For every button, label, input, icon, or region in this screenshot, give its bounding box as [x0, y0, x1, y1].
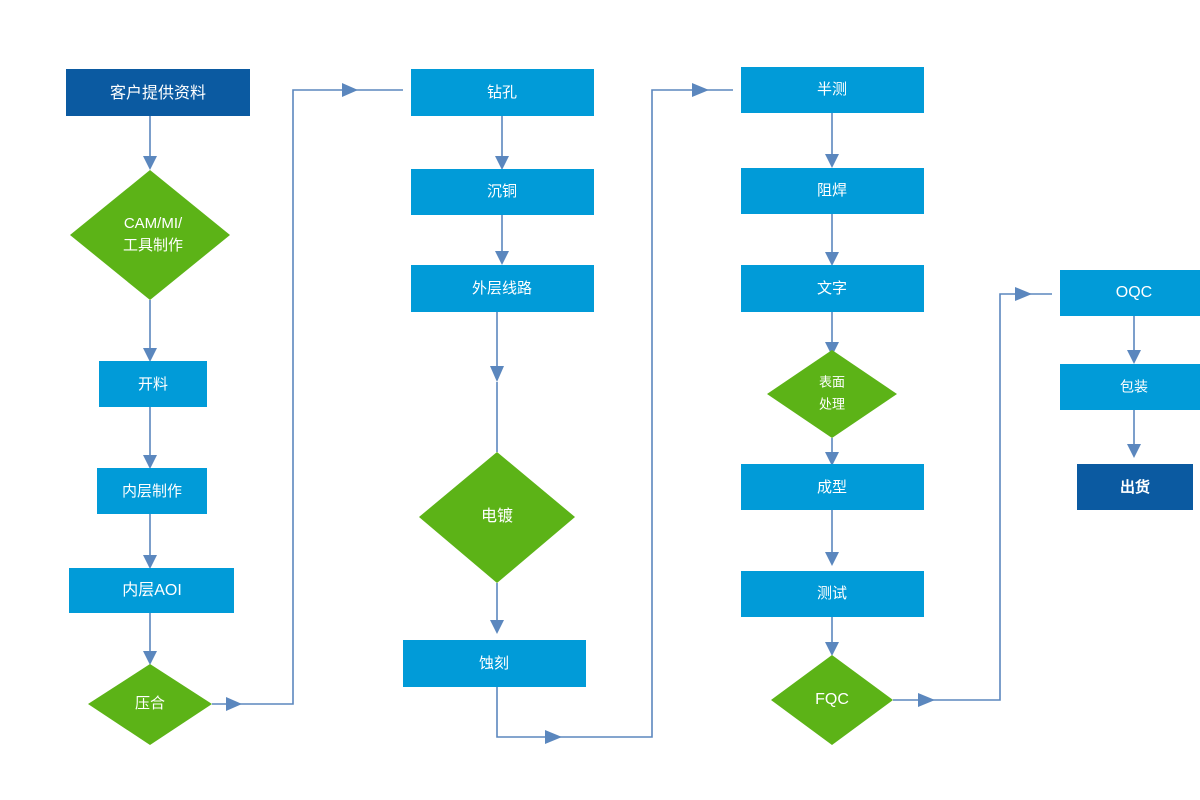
node-label: 半测 [817, 81, 847, 98]
edge-n10-n11 [490, 583, 504, 634]
node-label: 沉铜 [487, 183, 517, 200]
edge-n07-n08 [495, 116, 509, 170]
node-shape-diamond [88, 664, 212, 745]
node-fqc[interactable]: FQC [771, 655, 893, 745]
node-shape-rect [66, 69, 250, 116]
edge-n08-n09 [495, 215, 509, 265]
node-shape-rect [69, 568, 234, 613]
edge-n09-n10 [490, 312, 504, 452]
node-packaging[interactable]: 包装 [1060, 364, 1200, 410]
node-shape-rect [97, 468, 207, 514]
node-electroplating[interactable]: 电镀 [419, 452, 575, 583]
node-surface-finish[interactable]: 表面 处理 [767, 350, 897, 438]
node-shape-rect [1060, 270, 1200, 316]
node-half-test[interactable]: 半测 [741, 67, 924, 113]
node-shape-rect [411, 69, 594, 116]
node-label: 文字 [817, 280, 847, 297]
edge-n14-n15 [825, 312, 839, 356]
edge-n04-n05 [143, 514, 157, 569]
edge-n06-n07 [212, 83, 403, 711]
node-label: 测试 [817, 585, 847, 602]
node-label: 压合 [135, 695, 165, 712]
node-label: 出货 [1120, 478, 1150, 496]
node-outer-layer-circuit[interactable]: 外层线路 [411, 265, 594, 312]
node-shape-rect [411, 169, 594, 215]
node-electrical-test[interactable]: 测试 [741, 571, 924, 617]
node-inner-layer-aoi[interactable]: 内层AOI [69, 568, 234, 613]
node-label: 钻孔 [487, 84, 517, 101]
node-electroless-copper[interactable]: 沉铜 [411, 169, 594, 215]
node-label: 包装 [1120, 379, 1148, 395]
node-solder-mask[interactable]: 阻焊 [741, 168, 924, 214]
node-inner-layer-fabrication[interactable]: 内层制作 [97, 468, 207, 514]
node-label: FQC [815, 691, 849, 708]
node-label: 蚀刻 [479, 655, 509, 672]
edge-n20-n21 [1127, 410, 1141, 458]
edge-n19-n20 [1127, 316, 1141, 364]
node-shape-rect [1077, 464, 1193, 510]
edge-n03-n04 [143, 407, 157, 469]
edge-n16-n17 [825, 510, 839, 566]
node-shape-rect [741, 265, 924, 312]
node-label: 客户提供资料 [110, 84, 206, 102]
connector-layer [143, 83, 1141, 744]
node-label: 成型 [817, 479, 847, 496]
edge-n05-n06 [143, 613, 157, 665]
edge-n15-n16 [825, 438, 839, 466]
node-label: 内层AOI [122, 581, 182, 599]
node-shape-rect [1060, 364, 1200, 410]
edge-n12-n13 [825, 113, 839, 168]
node-shape-rect [403, 640, 586, 687]
node-label: 外层线路 [472, 280, 532, 297]
node-etching[interactable]: 蚀刻 [403, 640, 586, 687]
node-label: OQC [1116, 284, 1152, 301]
node-shipment[interactable]: 出货 [1077, 464, 1193, 510]
node-shape-rect [411, 265, 594, 312]
edge-n02-n03 [143, 300, 157, 362]
node-cutting[interactable]: 开料 [99, 361, 207, 407]
node-label: 内层制作 [122, 483, 182, 500]
node-shape-rect [99, 361, 207, 407]
edge-n18-n19 [893, 287, 1052, 707]
node-label: 开料 [138, 376, 168, 393]
node-cam-mi-tooling[interactable]: CAM/MI/ 工具制作 [70, 170, 230, 300]
node-label: 电镀 [481, 507, 513, 525]
node-shape-diamond [419, 452, 575, 583]
node-shape-rect [741, 464, 924, 510]
node-label: 阻焊 [817, 182, 847, 199]
node-shape-diamond [70, 170, 230, 300]
node-label-line-1: CAM/MI/ [124, 215, 183, 232]
node-lamination[interactable]: 压合 [88, 664, 212, 745]
node-drilling[interactable]: 钻孔 [411, 69, 594, 116]
node-shape-diamond [771, 655, 893, 745]
node-shape-rect [741, 168, 924, 214]
node-label-line-2: 处理 [819, 396, 845, 411]
edge-n17-n18 [825, 617, 839, 656]
node-label-line-1: 表面 [819, 374, 845, 389]
node-shape-rect [741, 571, 924, 617]
node-legend-printing[interactable]: 文字 [741, 265, 924, 312]
edge-n13-n14 [825, 214, 839, 266]
node-customer-provides-data[interactable]: 客户提供资料 [66, 69, 250, 116]
node-shape-rect [741, 67, 924, 113]
edge-n01-n02 [143, 116, 157, 170]
node-oqc[interactable]: OQC [1060, 270, 1200, 316]
edge-n11-n12 [496, 83, 733, 744]
node-shape-diamond [767, 350, 897, 438]
node-label-line-2: 工具制作 [123, 237, 183, 254]
node-profiling[interactable]: 成型 [741, 464, 924, 510]
